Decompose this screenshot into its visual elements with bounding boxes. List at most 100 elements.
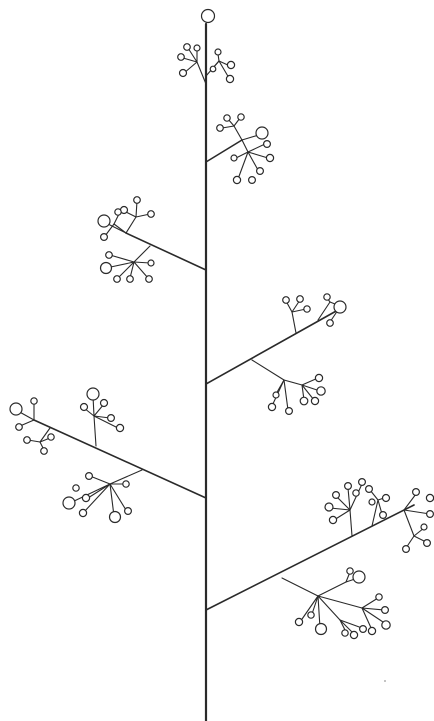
flower [426,494,433,501]
flower [345,483,352,490]
flower [353,571,365,583]
flower [73,485,79,491]
flower [24,437,31,444]
twig [404,510,414,536]
flower [227,61,234,68]
twig [318,596,362,608]
flower [256,127,268,139]
twig [94,416,96,446]
flower [342,630,348,636]
flower [257,168,264,175]
flower [311,397,318,404]
flower [101,400,108,407]
flower [368,627,375,634]
flower [63,497,75,509]
flower [16,424,23,431]
flower [249,177,256,184]
flower [48,434,54,440]
twig [318,596,340,620]
flower [359,479,366,486]
flower [180,70,187,77]
flower [134,197,141,204]
left-lower-cluster [10,388,206,523]
flower [403,546,410,553]
terminal-flower [202,10,215,23]
flower [10,403,22,415]
flower [369,499,375,505]
flower [108,415,115,422]
flower [98,215,110,227]
twig [282,578,318,596]
twig [197,62,206,84]
flower [315,374,322,381]
right-upper-cluster [206,114,274,184]
flower [334,301,346,313]
flower [366,486,373,493]
flower [217,125,224,132]
flower [317,387,325,395]
flower [382,607,389,614]
flower [238,114,244,120]
flower [81,404,88,411]
flower [324,294,330,300]
flower [110,512,121,523]
branch [126,233,206,270]
flower [125,508,132,515]
flower [376,594,382,600]
flower [329,516,336,523]
twig [350,510,352,536]
flower [87,388,99,400]
twig [348,488,350,510]
right-lower-cluster [206,479,434,639]
twig [242,140,248,152]
flower [184,44,191,51]
flower [273,392,279,398]
flower [41,448,48,455]
flower [347,568,353,574]
twig [126,217,136,233]
branch [206,505,414,610]
flower [226,75,233,82]
twig [284,380,288,410]
flower [82,494,89,501]
flower [148,260,154,266]
flower [86,473,93,480]
flower [421,524,427,530]
flower [233,176,240,183]
flower [194,45,200,51]
twig [318,582,346,596]
flower [123,481,129,487]
flower [210,66,216,72]
flower [146,276,153,283]
twig [252,360,284,380]
flower [413,489,420,496]
twig [284,380,302,385]
flower [360,626,367,633]
flower [178,54,185,61]
flower [353,490,359,496]
flower [224,115,230,121]
flower [114,276,121,283]
flower [106,252,113,259]
flower [327,320,334,327]
flower [300,397,308,405]
twig [362,598,378,608]
flower [127,276,134,283]
flower [297,296,304,303]
flower [380,512,387,519]
twig [134,246,150,262]
flower [427,511,434,518]
flower [295,618,302,625]
right-middle-cluster [206,294,346,415]
twig [248,144,265,152]
flower [148,211,155,218]
scan-speck [384,680,386,682]
twig [234,126,242,140]
twig [292,312,296,333]
flower [333,492,340,499]
flower [268,403,275,410]
twig [350,484,362,510]
flower [383,495,390,502]
